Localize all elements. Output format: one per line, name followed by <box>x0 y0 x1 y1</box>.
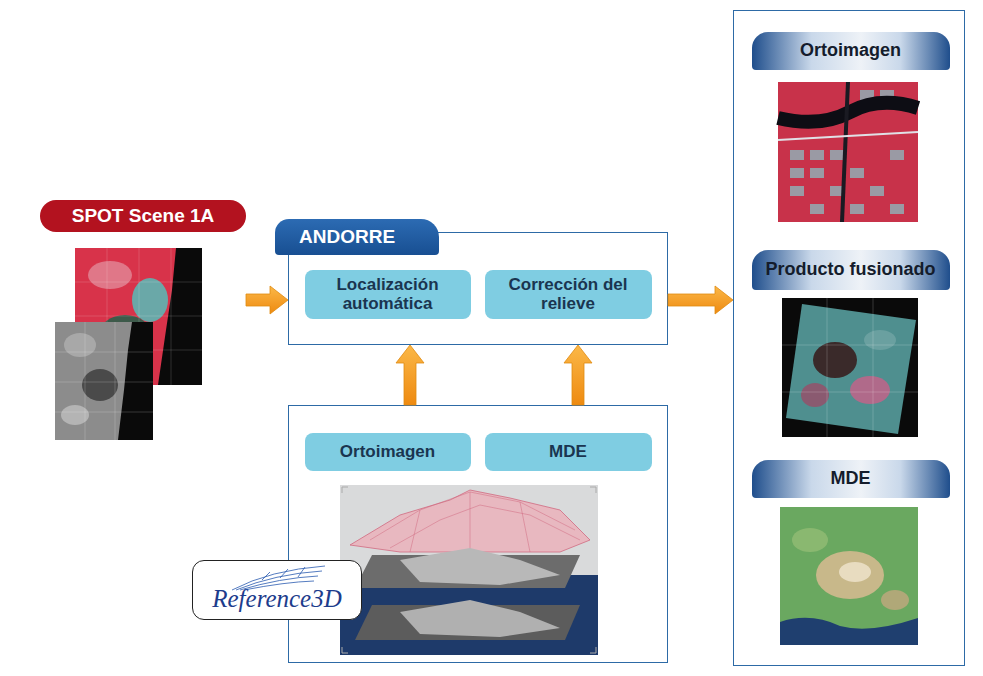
data-box-label: MDE <box>541 442 595 461</box>
logo-box: Reference3D <box>192 560 362 620</box>
dem-sample <box>780 507 918 645</box>
block-arrow <box>564 345 592 405</box>
scene-group-label: SPOT Scene 1A <box>40 200 246 232</box>
spot-pan-image <box>55 322 153 440</box>
data-box: Ortoimagen <box>305 433 471 471</box>
reference-illustration <box>340 485 598 655</box>
output-header: Ortoimagen <box>752 32 950 70</box>
step-box-label: Corrección del relieve <box>485 275 652 313</box>
process-box: ANDORRELocalización automáticaCorrección… <box>288 232 668 345</box>
block-arrow <box>396 345 424 405</box>
block-arrow <box>668 286 733 314</box>
output-header-label: Producto fusionado <box>766 259 936 280</box>
block-arrow <box>246 286 288 314</box>
step-box: Corrección del relieve <box>485 270 652 319</box>
step-box: Localización automática <box>305 270 471 319</box>
mesh-swoosh <box>232 566 325 590</box>
output-header-label: Ortoimagen <box>800 40 901 61</box>
data-box-label: Ortoimagen <box>332 442 443 461</box>
data-box: MDE <box>485 433 652 471</box>
fused-sample <box>782 298 918 437</box>
step-box-label: Localización automática <box>305 275 471 313</box>
output-header: Producto fusionado <box>752 250 950 290</box>
orthoimage-sample <box>778 82 918 222</box>
output-header: MDE <box>752 460 950 498</box>
process-box-label: ANDORRE <box>275 219 439 255</box>
reference-box: Ortoimagen MDE <box>288 405 668 663</box>
output-column: OrtoimagenProducto fusionadoMDE <box>733 10 965 666</box>
output-header-label: MDE <box>831 468 871 489</box>
logo-box-label: Reference3D <box>193 585 361 613</box>
scene-group: SPOT Scene 1A <box>40 200 246 440</box>
